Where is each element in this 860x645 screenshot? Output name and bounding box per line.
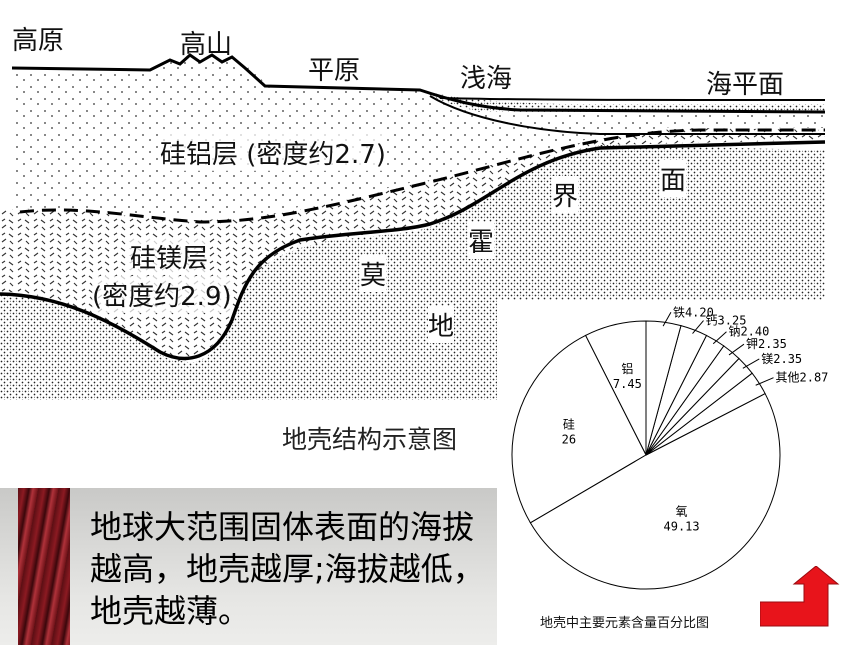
- shelf-line: [429, 95, 825, 135]
- pie-label-3: 其他2.87: [776, 371, 829, 385]
- sima-layer-label: 硅镁层: [130, 238, 209, 275]
- conrad-discontinuity: [19, 128, 825, 224]
- sial-layer-label: 硅铝层 (密度约2.7): [160, 134, 386, 171]
- plain-label: 平原: [308, 56, 361, 86]
- pie-leader-3: [755, 377, 774, 386]
- mantle-label: 地: [428, 306, 455, 343]
- pie-label-6: 钠2.40: [728, 324, 769, 339]
- pie-label-4: 镁2.35: [761, 352, 802, 366]
- pie-label-7: 钙3.25: [706, 314, 747, 328]
- pie-leader-5: [728, 343, 745, 356]
- pie-label-5: 钾2.35: [746, 337, 787, 351]
- sea-level-line: [439, 97, 826, 101]
- pie-slice-2: [529, 392, 781, 590]
- summary-banner: 地球大范围固体表面的海拔越高，地壳越厚;海拔越低，地壳越薄。: [0, 488, 497, 645]
- diagram-caption: 地壳结构示意图: [282, 425, 458, 454]
- sial-layer: [12, 55, 825, 218]
- decorative-stripe: [18, 488, 70, 645]
- plateau-label: 高原: [12, 26, 65, 56]
- moho-char-3: 界: [552, 176, 579, 213]
- moho-char-2: 霍: [468, 222, 495, 259]
- pie-leader-6: [712, 331, 727, 345]
- pie-slice-8: [645, 320, 682, 456]
- pie-leader-4: [742, 358, 760, 369]
- mantle-region: [0, 145, 825, 400]
- pie-leader-7: [692, 320, 704, 334]
- surface-line: [11, 53, 826, 114]
- moho-char-4: 面: [660, 160, 687, 197]
- moho-line: [0, 140, 826, 361]
- sea-level-label: 海平面: [706, 70, 785, 100]
- mountain-label: 高山: [180, 30, 233, 60]
- pie-title: 地壳中主要元素含量百分比图: [540, 616, 710, 631]
- moho-char-1: 莫: [360, 255, 387, 292]
- pie-slice-1: [511, 334, 647, 524]
- sima-density-label: (密度约2.9): [92, 276, 232, 313]
- summary-text: 地球大范围固体表面的海拔越高，地壳越厚;海拔越低，地壳越薄。: [90, 508, 485, 630]
- pie-label-8: 铁4.20: [673, 305, 714, 319]
- pie-leader-8: [662, 312, 672, 327]
- return-arrow-icon[interactable]: [760, 566, 840, 628]
- sea-water: [420, 90, 825, 112]
- shallow-sea-label: 浅海: [460, 64, 513, 94]
